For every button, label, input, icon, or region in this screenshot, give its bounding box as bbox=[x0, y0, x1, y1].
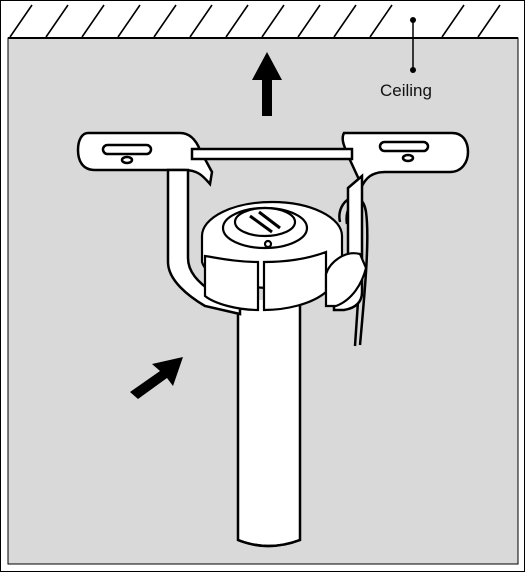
ceiling-callout: Ceiling bbox=[380, 17, 432, 100]
collar-sleeve bbox=[203, 250, 368, 312]
ceiling-label: Ceiling bbox=[380, 81, 432, 100]
mounting-pole bbox=[236, 300, 302, 548]
insert-arrow-icon bbox=[130, 357, 183, 399]
lift-up-arrow-icon bbox=[252, 52, 282, 116]
ceiling-hatch bbox=[8, 4, 518, 39]
